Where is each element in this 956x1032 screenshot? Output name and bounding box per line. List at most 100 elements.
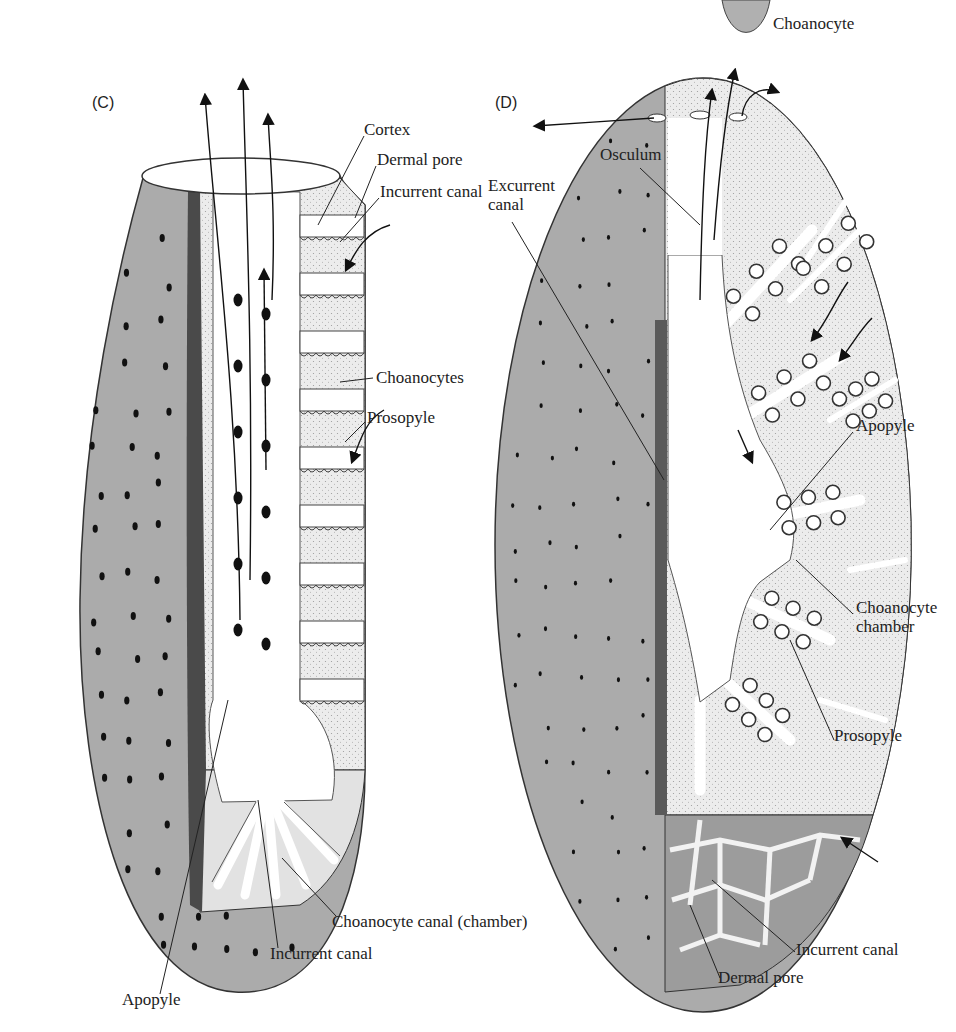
dermal-pore-dot bbox=[611, 815, 614, 820]
apopyle-dot bbox=[234, 624, 243, 637]
part-label: Prosopyle bbox=[367, 408, 435, 427]
radial-canals bbox=[300, 215, 364, 704]
choanocyte-chamber bbox=[772, 239, 786, 253]
dermal-pore-dot bbox=[158, 316, 163, 324]
choanocyte-chamber bbox=[754, 615, 768, 629]
choanocyte-lining bbox=[300, 585, 364, 588]
dermal-pore-dot bbox=[578, 284, 581, 289]
dermal-pore-dot bbox=[540, 278, 543, 283]
dermal-pore-dot bbox=[615, 726, 618, 731]
dermal-pore-dot bbox=[575, 446, 578, 451]
radial-canal bbox=[300, 679, 364, 701]
dermal-pore-dot bbox=[643, 228, 646, 233]
dermal-pore-dot bbox=[614, 947, 617, 952]
leader-lines bbox=[160, 136, 853, 994]
dermal-pore-dot bbox=[96, 647, 101, 655]
part-label: Cortex bbox=[364, 120, 410, 139]
dermal-pore-dot bbox=[609, 578, 612, 583]
canal-network bbox=[670, 820, 860, 950]
cut-surface bbox=[665, 78, 911, 815]
dermal-pore-dot bbox=[514, 549, 517, 554]
atrium bbox=[668, 255, 794, 702]
dermal-pore-dot bbox=[579, 364, 582, 369]
radial-canal bbox=[300, 331, 364, 353]
choanocyte-chamber bbox=[860, 235, 874, 249]
choanocyte-chamber bbox=[841, 216, 855, 230]
part-label: Choanocyte canal (chamber) bbox=[332, 912, 527, 931]
part-label: Dermal pore bbox=[377, 150, 462, 169]
dermal-pore-dot bbox=[607, 770, 610, 775]
part-label: Choanocyte bbox=[773, 14, 854, 33]
wall-edge bbox=[655, 320, 667, 815]
dermal-pore-dot bbox=[159, 913, 164, 921]
dermal-pore-dot bbox=[607, 282, 610, 287]
part-label: Choanocyte chamber bbox=[856, 598, 952, 636]
dermal-pore-dot bbox=[156, 520, 161, 528]
part-label: Dermal pore bbox=[718, 968, 803, 987]
radial-canal bbox=[300, 389, 364, 411]
wall-edge bbox=[187, 190, 206, 912]
dermal-pore-dot bbox=[616, 496, 619, 501]
dermal-pore-dot bbox=[641, 413, 644, 418]
dermal-pore-dot bbox=[544, 626, 547, 631]
dermal-pore-dot bbox=[132, 522, 137, 530]
dermal-pore-dot bbox=[127, 776, 132, 784]
dermal-pore-dot bbox=[125, 568, 130, 576]
choanocyte-chamber bbox=[796, 635, 810, 649]
dermal-pores bbox=[89, 234, 294, 956]
dermal-pore-dot bbox=[133, 409, 138, 417]
dermal-pore-dot bbox=[253, 948, 258, 956]
choanocyte-lining bbox=[300, 527, 364, 530]
dermal-pore-dot bbox=[617, 850, 620, 855]
oscula bbox=[648, 111, 747, 122]
dermal-pore-dot bbox=[575, 545, 578, 550]
choanocyte-chamber bbox=[801, 490, 815, 504]
dermal-pore-dot bbox=[542, 360, 545, 365]
dermal-pore-dot bbox=[101, 733, 106, 741]
choanocyte-lining bbox=[300, 411, 364, 414]
dermal-pore-dot bbox=[122, 359, 127, 367]
dermal-pore-dot bbox=[572, 850, 575, 855]
osculum-rim bbox=[142, 158, 340, 194]
dermal-pore-dot bbox=[545, 759, 548, 764]
dermal-pore-dot bbox=[514, 683, 517, 688]
choanocyte-chamber bbox=[775, 625, 789, 639]
choanocyte-lining bbox=[300, 237, 364, 240]
dermal-pore-dot bbox=[131, 612, 136, 620]
dermal-pore-dot bbox=[192, 943, 197, 951]
apopyle-dot bbox=[262, 638, 271, 651]
dermal-pore-dot bbox=[156, 479, 161, 487]
syconoid-sponge bbox=[80, 80, 390, 992]
apopyle-dot bbox=[234, 294, 243, 307]
apopyle-dot bbox=[262, 308, 271, 321]
choanocyte-chamber bbox=[765, 591, 779, 605]
part-label: Choanocytes bbox=[376, 368, 464, 387]
choanocyte-chamber bbox=[746, 307, 760, 321]
dermal-pore-dot bbox=[539, 321, 542, 326]
choanocyte-chamber bbox=[786, 601, 800, 615]
basal-canals bbox=[218, 800, 334, 895]
choanocyte-chamber bbox=[865, 372, 879, 386]
dermal-pore-dot bbox=[617, 677, 620, 682]
dermal-pore-dot bbox=[544, 585, 547, 590]
choanocyte-chamber bbox=[831, 511, 845, 525]
dermal-pore-dot bbox=[548, 540, 551, 545]
part-label: Incurrent canal bbox=[380, 182, 482, 201]
dermal-pore-dot bbox=[581, 799, 584, 804]
part-label: Apopyle bbox=[122, 990, 181, 1009]
choanocyte-chamber bbox=[816, 376, 830, 390]
dermal-pore-dot bbox=[89, 442, 94, 450]
dermal-pore-dot bbox=[165, 821, 170, 829]
choanocyte-chamber bbox=[765, 408, 779, 422]
dermal-pore-dot bbox=[154, 576, 159, 584]
part-label: Apopyle bbox=[856, 416, 915, 435]
dermal-pore-dot bbox=[579, 408, 582, 413]
dermal-pore-dot bbox=[547, 726, 550, 731]
choanocyte-lining bbox=[300, 469, 364, 472]
dermal-pore-dot bbox=[161, 941, 166, 949]
dermal-pore-dot bbox=[167, 284, 172, 292]
dermal-pore-dot bbox=[574, 634, 577, 639]
choanocyte-lining bbox=[300, 643, 364, 646]
dermal-pore-dot bbox=[577, 196, 580, 201]
dermal-pore-dot bbox=[540, 403, 543, 408]
